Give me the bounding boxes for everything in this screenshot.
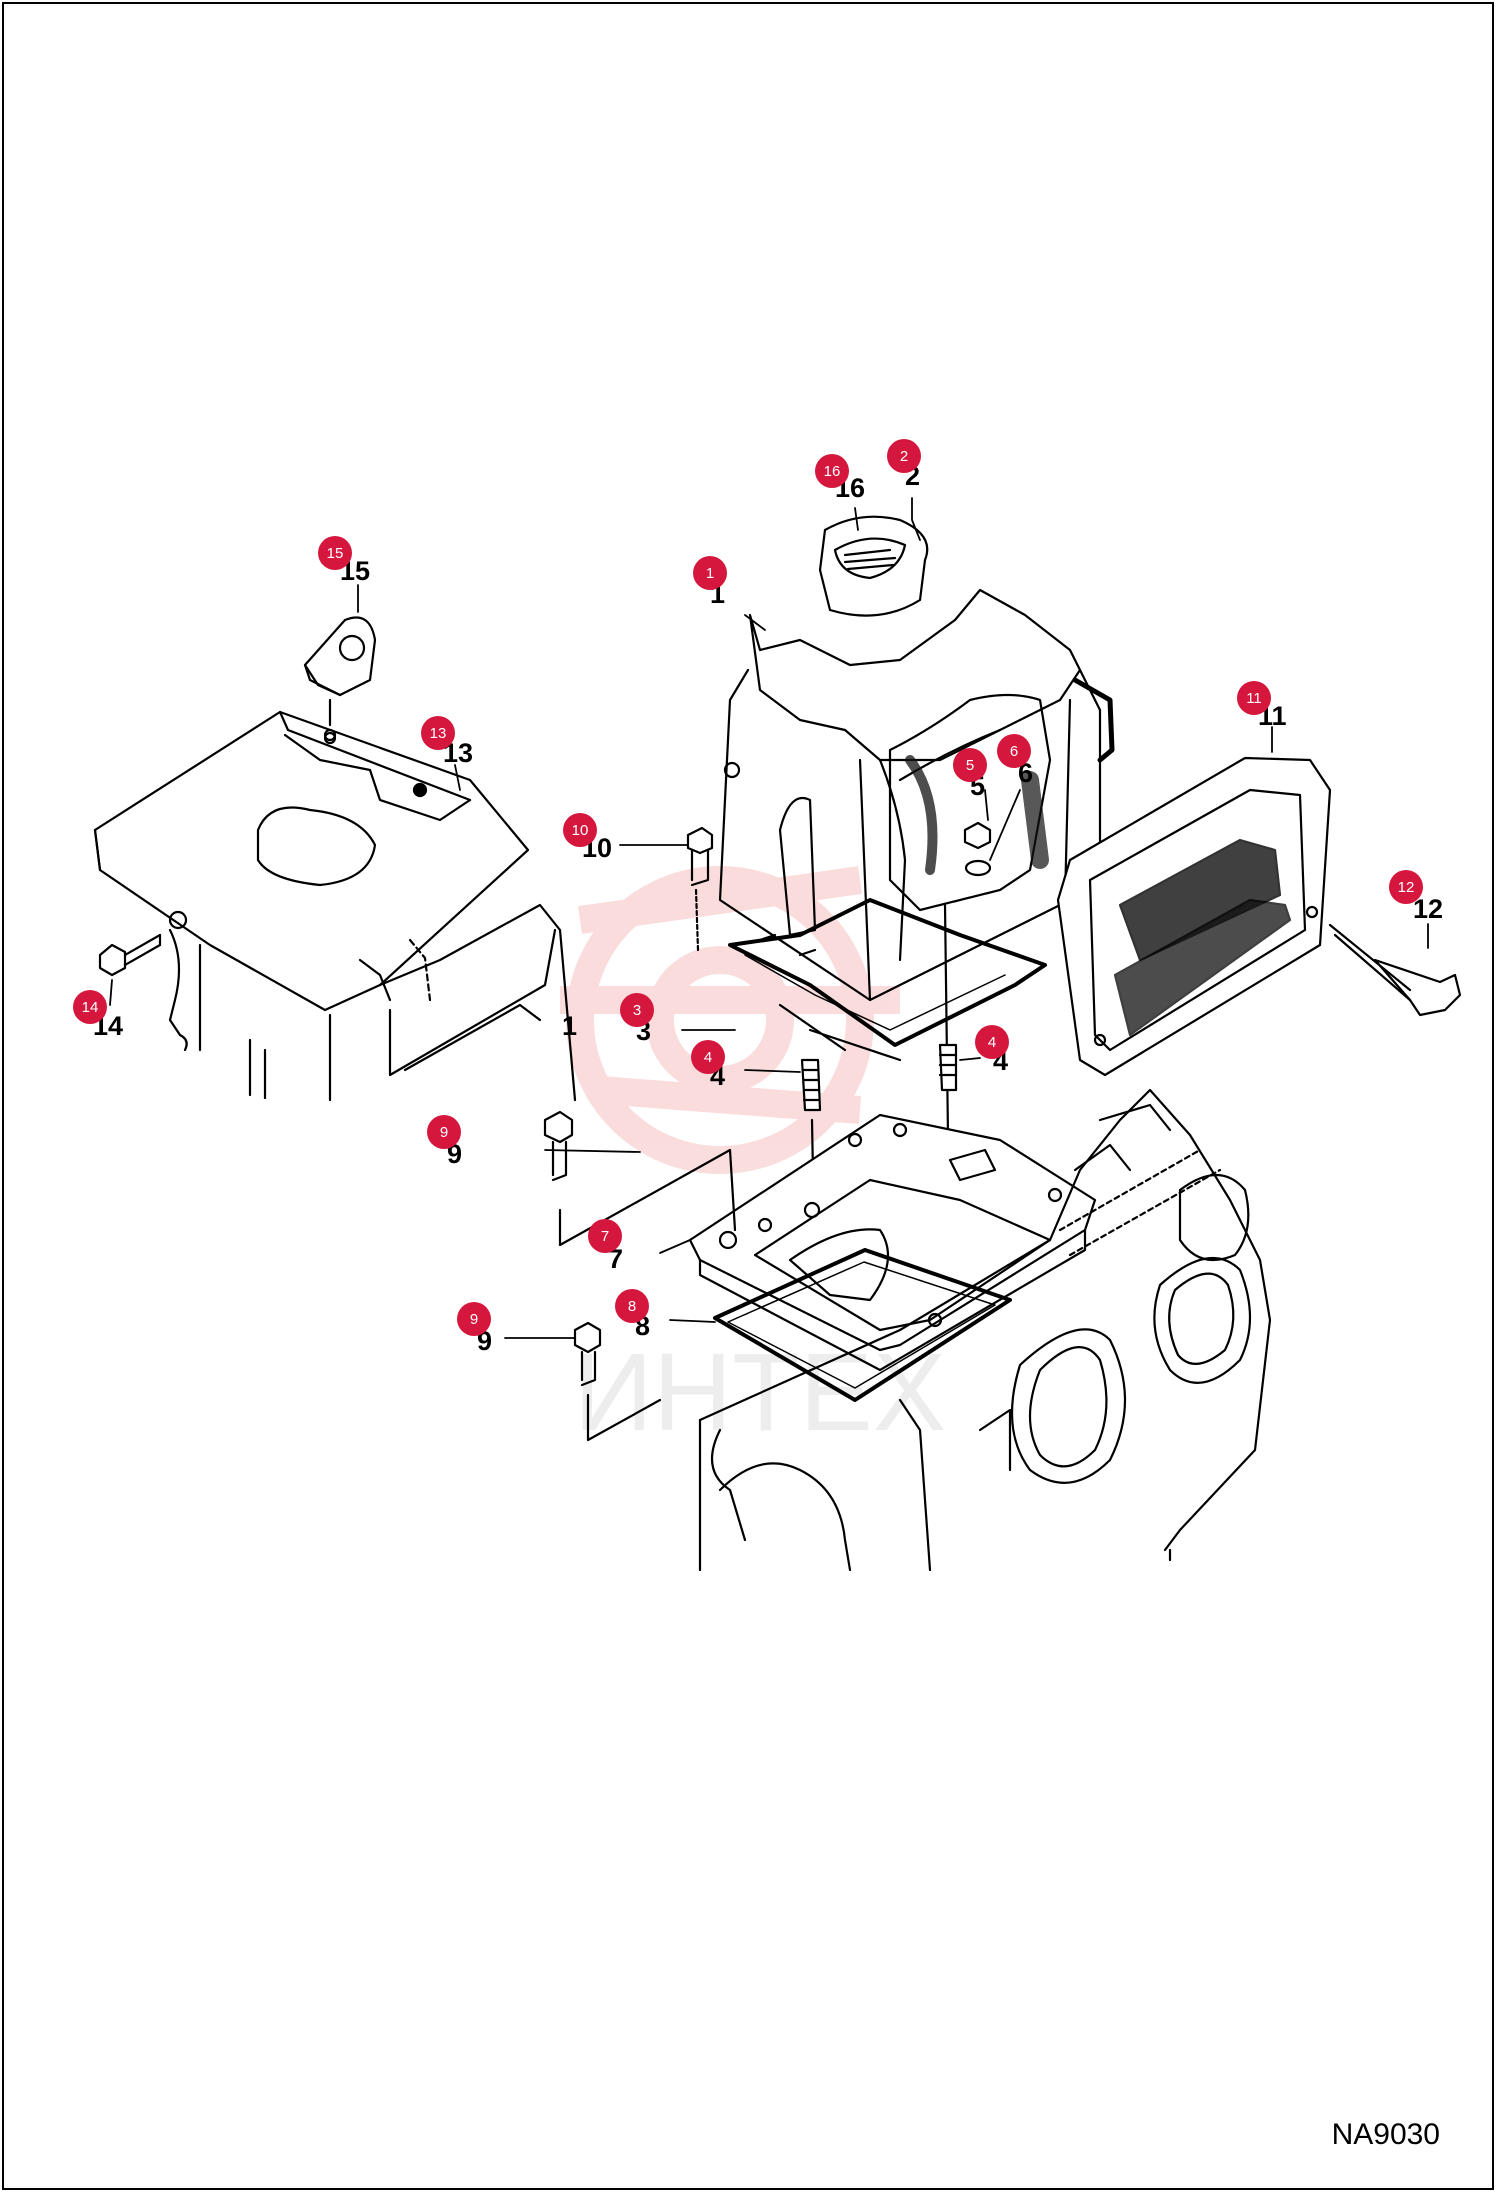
svg-text:10: 10 bbox=[572, 822, 589, 839]
svg-text:9: 9 bbox=[440, 1124, 448, 1141]
callout-14[interactable]: 14 bbox=[73, 990, 107, 1024]
svg-text:9: 9 bbox=[470, 1311, 478, 1328]
callout-bubbles: 1 2 16 15 13 11 12 5 6 10 14 3 4 4 9 7 8… bbox=[73, 439, 1423, 1336]
part-number-1-housing: 1 bbox=[562, 1011, 577, 1041]
callout-11[interactable]: 11 bbox=[1237, 681, 1271, 715]
callout-9-upper[interactable]: 9 bbox=[427, 1115, 461, 1149]
studs-part-4 bbox=[800, 1043, 958, 1232]
callout-4-right[interactable]: 4 bbox=[975, 1025, 1009, 1059]
callout-4-left[interactable]: 4 bbox=[691, 1040, 725, 1074]
svg-text:1: 1 bbox=[706, 565, 714, 582]
callout-1[interactable]: 1 bbox=[693, 556, 727, 590]
callout-9-lower[interactable]: 9 bbox=[457, 1302, 491, 1336]
callout-13[interactable]: 13 bbox=[421, 716, 455, 750]
svg-text:15: 15 bbox=[327, 545, 344, 562]
gasket-part-8 bbox=[713, 1248, 1012, 1402]
svg-text:8: 8 bbox=[628, 1298, 636, 1315]
callout-16[interactable]: 16 bbox=[815, 454, 849, 488]
svg-text:16: 16 bbox=[824, 463, 841, 480]
lifting-eye-part-15 bbox=[303, 616, 377, 742]
parts-line-art bbox=[93, 497, 1462, 1572]
cover-part-13 bbox=[93, 710, 530, 1012]
diagram-code: NA9030 bbox=[1331, 2118, 1440, 2151]
callout-8[interactable]: 8 bbox=[615, 1289, 649, 1323]
svg-text:7: 7 bbox=[601, 1228, 609, 1245]
reservoir-tank-part-1 bbox=[718, 515, 1115, 1002]
leader-lines bbox=[109, 497, 1429, 1339]
callout-15[interactable]: 15 bbox=[318, 536, 352, 570]
callout-2[interactable]: 2 bbox=[887, 439, 921, 473]
callout-3[interactable]: 3 bbox=[620, 993, 654, 1027]
svg-text:6: 6 bbox=[1010, 743, 1018, 760]
bolts-part-9 bbox=[543, 1110, 737, 1442]
callout-12[interactable]: 12 bbox=[1389, 870, 1423, 904]
bolt-part-14 bbox=[98, 910, 188, 1052]
svg-text:12: 12 bbox=[1398, 879, 1415, 896]
svg-text:2: 2 bbox=[900, 448, 908, 465]
bolt-part-10 bbox=[686, 826, 714, 952]
svg-text:14: 14 bbox=[82, 999, 99, 1016]
transmission-case bbox=[698, 1088, 1272, 1572]
callout-10[interactable]: 10 bbox=[563, 813, 597, 847]
callout-7[interactable]: 7 bbox=[588, 1219, 622, 1253]
callout-5[interactable]: 5 bbox=[953, 748, 987, 782]
svg-text:4: 4 bbox=[988, 1034, 996, 1051]
svg-text:5: 5 bbox=[966, 757, 974, 774]
svg-text:3: 3 bbox=[633, 1002, 641, 1019]
callout-6[interactable]: 6 bbox=[997, 734, 1031, 768]
filter-cover-part-11 bbox=[1056, 756, 1332, 1077]
svg-text:4: 4 bbox=[704, 1049, 712, 1066]
knob-part-12 bbox=[1328, 923, 1462, 1017]
watermark-gear-icon bbox=[560, 866, 900, 1174]
gasket-part-3 bbox=[728, 898, 1047, 1062]
svg-text:11: 11 bbox=[1246, 690, 1262, 707]
svg-text:13: 13 bbox=[430, 725, 447, 742]
housing-left bbox=[198, 903, 577, 1102]
